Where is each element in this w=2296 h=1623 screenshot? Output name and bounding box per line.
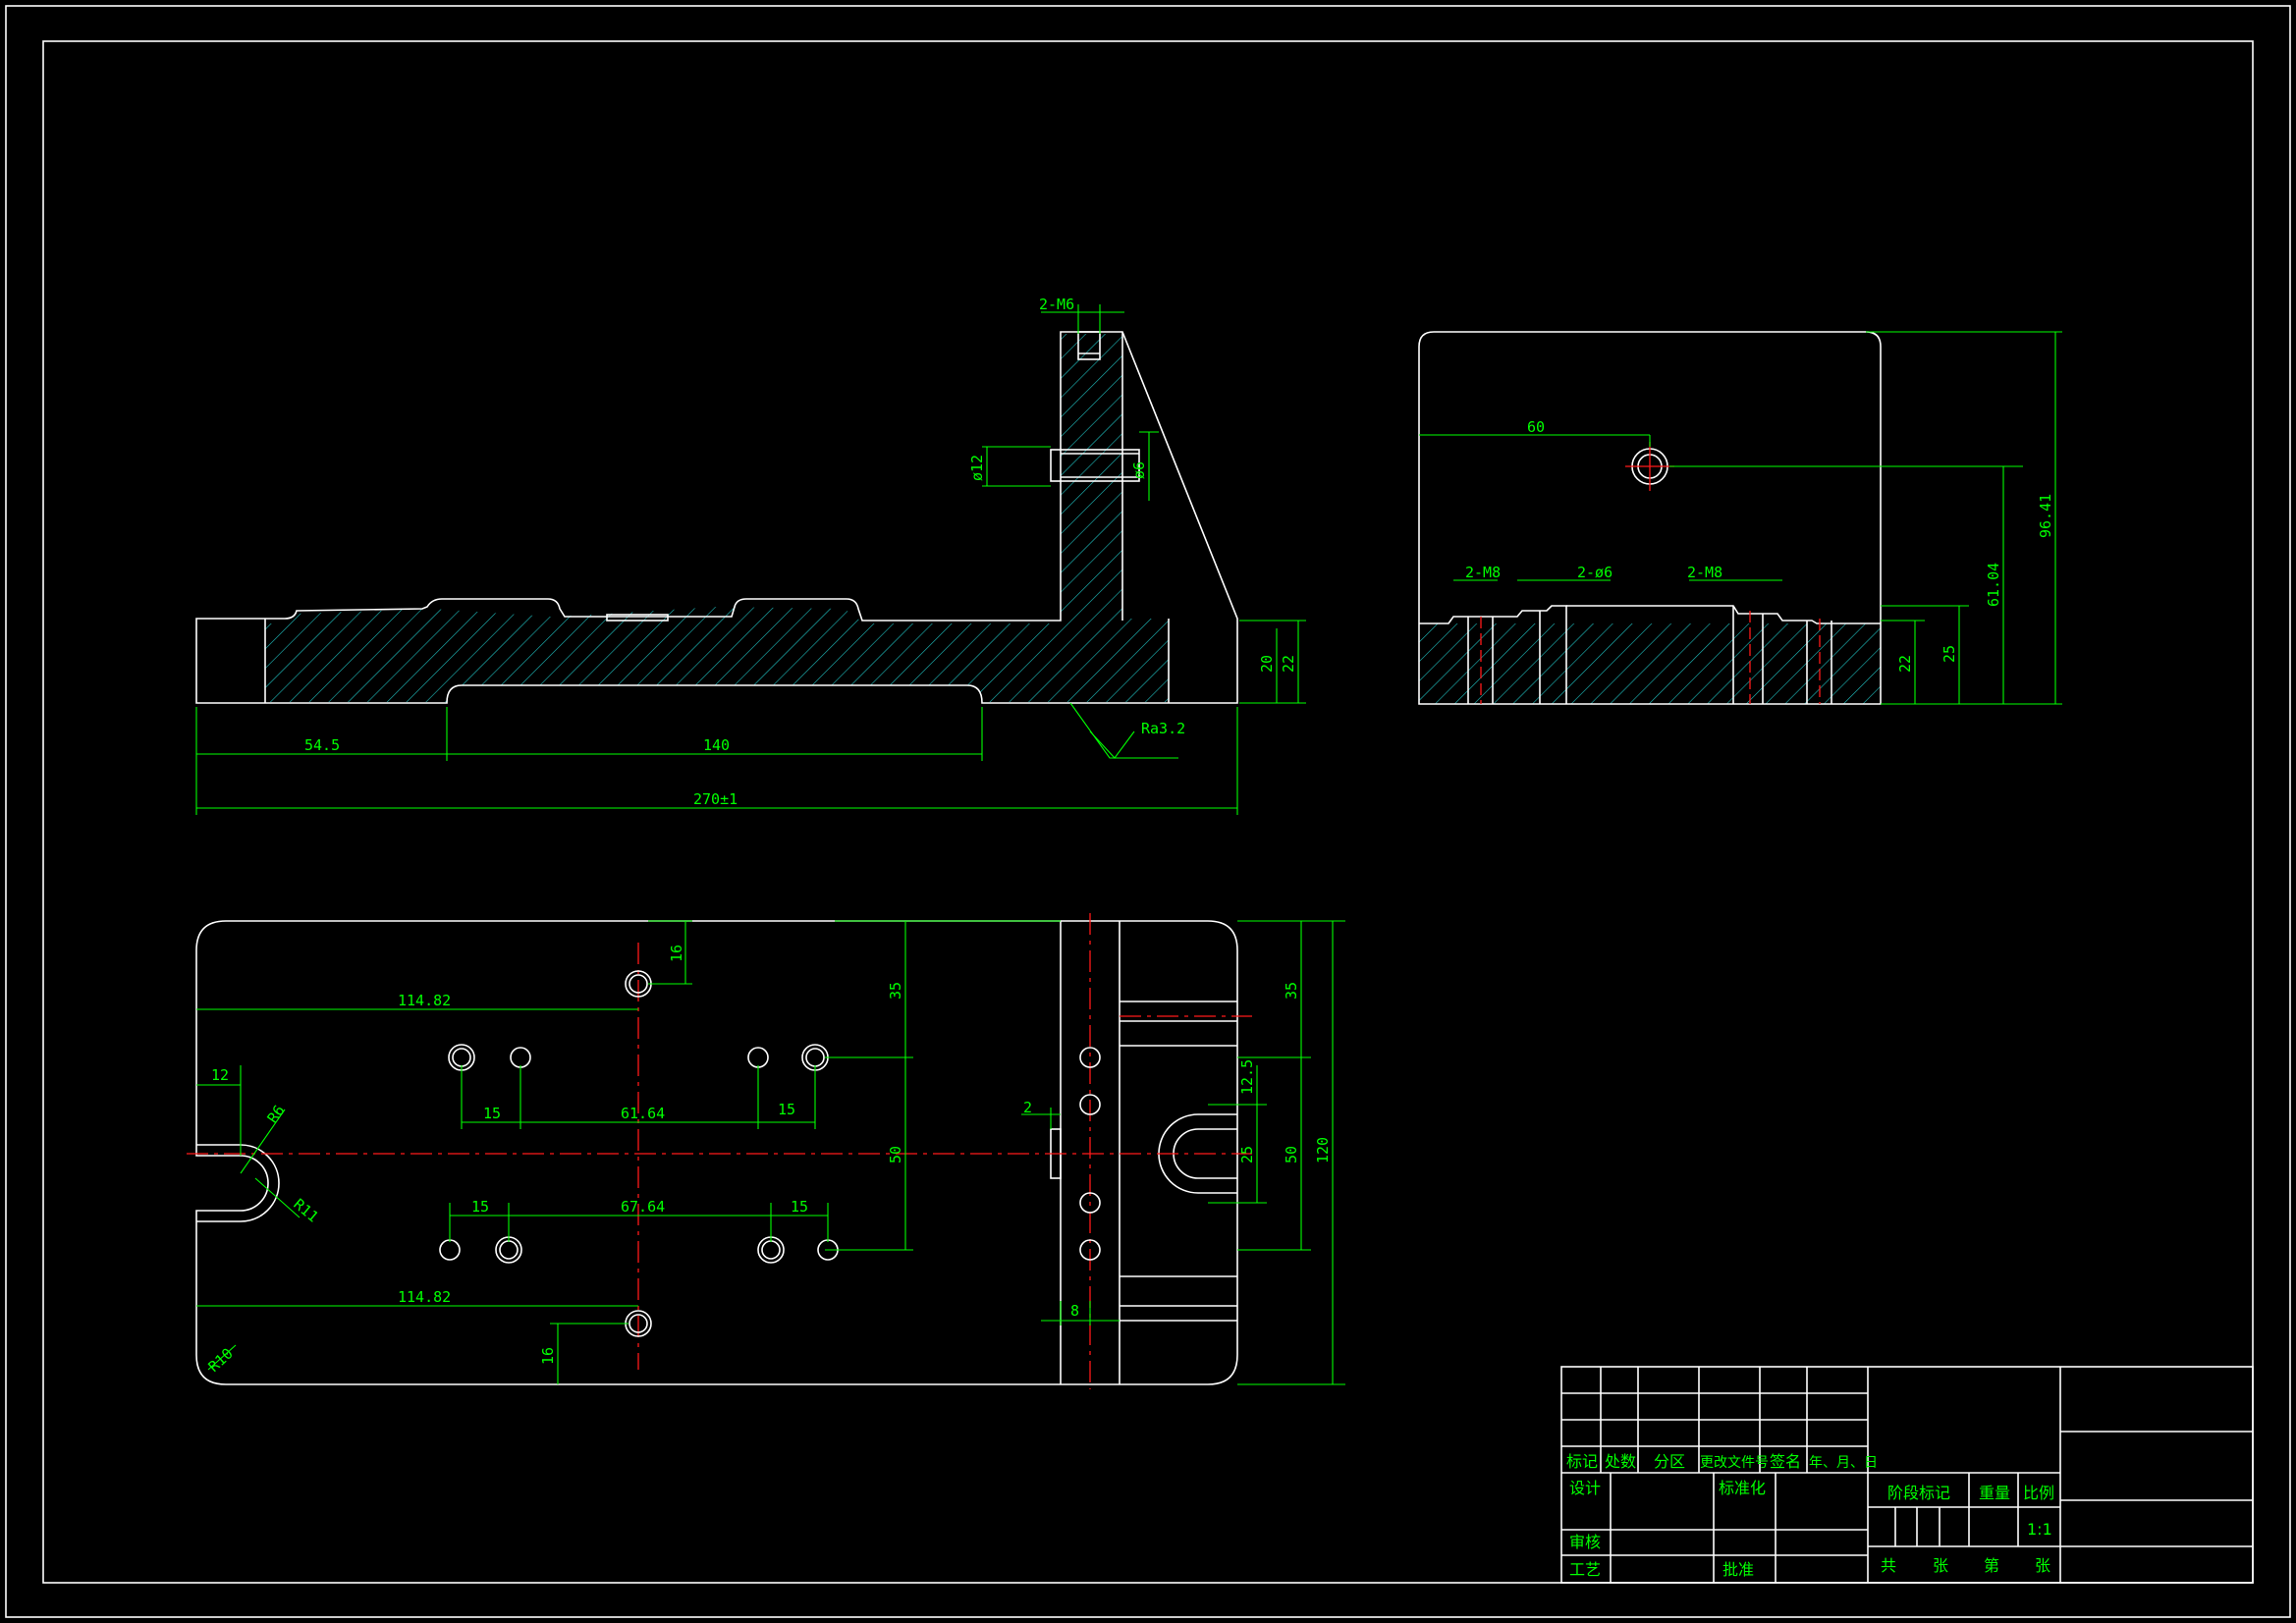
dim-22-label: 22 xyxy=(1280,655,1297,673)
dim-114-82-top-label: 114.82 xyxy=(398,992,451,1009)
radius-6-label: R6 xyxy=(264,1102,289,1126)
front-hatch-base xyxy=(265,334,1169,702)
tb-stage-mark: 阶段标记 xyxy=(1887,1484,1950,1502)
dim-8-label: 8 xyxy=(1070,1302,1079,1320)
front-dimensions: 2-M6 ø12 ø6 20 22 54.5 140 270±1 Ra3.2 xyxy=(195,296,1306,815)
dim-140-label: 140 xyxy=(703,736,730,754)
dim-60-label: 60 xyxy=(1527,418,1545,436)
side-view xyxy=(1418,331,1882,705)
thread-m8-left-label: 2-M8 xyxy=(1465,564,1501,581)
side-dim-22-label: 22 xyxy=(1896,655,1914,673)
dim-67-64-label: 67.64 xyxy=(621,1198,665,1216)
title-block: 标记 处数 分区 更改文件号 签名 年、月、日 设计 标准化 审核 工艺 批准 … xyxy=(1560,1366,2254,1584)
dim-35-right-label: 35 xyxy=(1283,982,1300,1000)
dim-35-left-label: 35 xyxy=(887,982,904,1000)
tb-zone: 分区 xyxy=(1654,1452,1685,1471)
dim-16-top-label: 16 xyxy=(668,945,685,962)
side-hatch xyxy=(1419,623,1881,704)
dim-61-04-label: 61.04 xyxy=(1985,563,2002,607)
dim-16-bot-label: 16 xyxy=(539,1347,557,1365)
tb-signature: 签名 xyxy=(1770,1452,1801,1471)
hole-6-label: 2-ø6 xyxy=(1577,564,1613,581)
dim-15-d-label: 15 xyxy=(791,1198,808,1216)
side-dim-25-label: 25 xyxy=(1941,645,1958,663)
dim-15-b-label: 15 xyxy=(778,1101,795,1118)
tb-sheet-2: 张 xyxy=(2035,1556,2050,1575)
tb-scale-value: 1:1 xyxy=(2027,1520,2052,1539)
bore-dia-6-label: ø6 xyxy=(1130,461,1148,479)
dim-20-label: 20 xyxy=(1258,655,1276,673)
top-dimensions: 114.82 16 35 50 12 R6 R11 15 61.64 15 15… xyxy=(196,920,1345,1385)
dim-120-label: 120 xyxy=(1314,1137,1332,1163)
tb-mark: 标记 xyxy=(1566,1452,1598,1471)
top-view xyxy=(187,913,1252,1389)
tb-approve: 批准 xyxy=(1722,1560,1754,1579)
tb-number: 第 xyxy=(1984,1556,1999,1575)
roughness-label: Ra3.2 xyxy=(1141,720,1185,737)
tb-standardize: 标准化 xyxy=(1719,1479,1766,1497)
tb-total: 共 xyxy=(1881,1556,1896,1575)
top-outline xyxy=(195,920,1238,1385)
dim-15-c-label: 15 xyxy=(471,1198,489,1216)
dim-12-5-label: 12.5 xyxy=(1238,1059,1256,1095)
bore-dia-12-label: ø12 xyxy=(968,455,986,481)
dim-54-5-label: 54.5 xyxy=(304,736,340,754)
tb-sheet-1: 张 xyxy=(1933,1556,1948,1575)
dim-50-left-label: 50 xyxy=(887,1146,904,1163)
tb-date: 年、月、日 xyxy=(1809,1455,1878,1471)
tb-count: 处数 xyxy=(1605,1452,1636,1471)
dim-61-64-label: 61.64 xyxy=(621,1105,665,1122)
radius-11-label: R11 xyxy=(290,1195,321,1225)
dim-12-label: 12 xyxy=(211,1066,229,1084)
tb-process: 工艺 xyxy=(1569,1560,1601,1579)
front-view xyxy=(195,331,1238,704)
dim-15-a-label: 15 xyxy=(483,1105,501,1122)
tb-change-doc: 更改文件号 xyxy=(1700,1455,1769,1471)
dim-96-41-label: 96.41 xyxy=(2037,494,2054,538)
side-dimensions: 60 2-M8 2-ø6 2-M8 22 25 61.04 96.41 xyxy=(1419,331,2062,705)
dim-114-82-bot-label: 114.82 xyxy=(398,1288,451,1306)
dim-25-label: 25 xyxy=(1238,1146,1256,1163)
tb-review: 审核 xyxy=(1569,1533,1601,1551)
tb-weight: 重量 xyxy=(1979,1484,2010,1502)
thread-m8-right-label: 2-M8 xyxy=(1687,564,1722,581)
front-outline xyxy=(195,331,1238,704)
outer-frame xyxy=(5,5,2291,1618)
dim-2-label: 2 xyxy=(1023,1099,1032,1116)
inner-frame xyxy=(42,40,2254,1584)
dim-50-right-label: 50 xyxy=(1283,1146,1300,1163)
tb-scale: 比例 xyxy=(2023,1484,2054,1502)
tb-design: 设计 xyxy=(1569,1479,1601,1497)
dim-270-label: 270±1 xyxy=(693,790,738,808)
thread-m6-label: 2-M6 xyxy=(1039,296,1074,313)
